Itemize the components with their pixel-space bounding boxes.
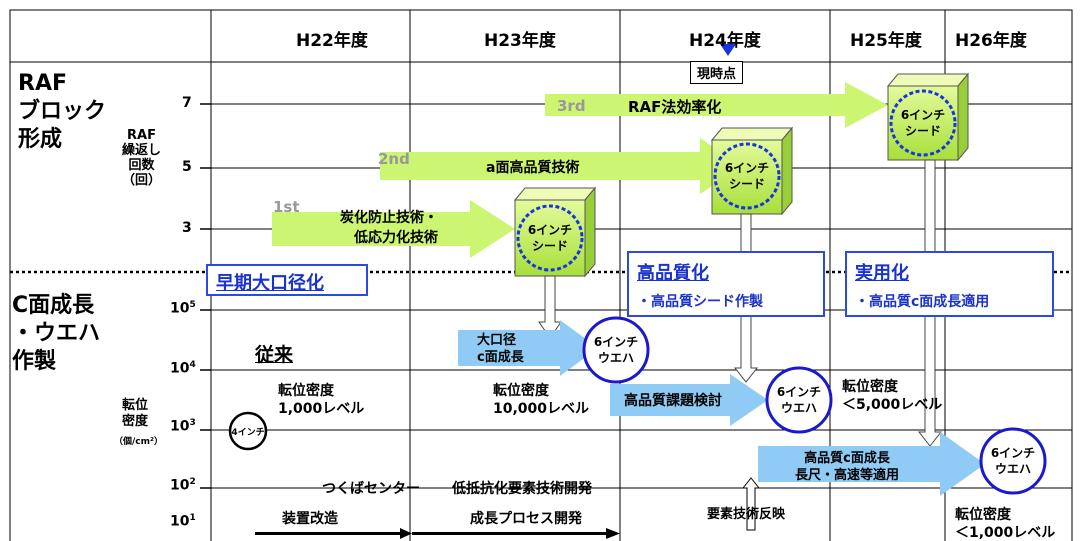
device-mod-label: 装置改造: [282, 511, 338, 527]
density-1000-label: 転位密度 1,000レベル: [278, 383, 365, 417]
wafer-6inch-circle-3: [979, 427, 1047, 495]
large-diameter-label: 大口径 c面成長: [477, 333, 524, 365]
raf-tick-7: 7: [182, 95, 192, 111]
seed-cube-1-label: 6インチ シード: [527, 223, 573, 253]
year-h25: H25年度: [850, 31, 922, 51]
raf-tick-3: 3: [182, 220, 192, 236]
wafer-6inch-circle-2: [765, 366, 833, 434]
tsukuba-label: つくばセンター: [322, 481, 420, 497]
raf-step-1-tag: 1st: [273, 198, 300, 216]
wafer-4inch-label: 4インチ: [231, 428, 265, 438]
feedback-up-arrow: [741, 477, 761, 531]
feedback-label: 要素技術反映: [707, 507, 786, 522]
raf-tick-5: 5: [182, 159, 192, 175]
density-10000-label: 転位密度 10,000レベル: [493, 383, 590, 417]
raf-step-2-label: a面高品質技術: [486, 160, 580, 176]
now-marker-icon: [720, 44, 736, 56]
hq-growth-label: 高品質c面成長 長尺・高速等適用: [795, 451, 900, 483]
raf-section-title: RAF ブロック 形成: [18, 71, 107, 152]
now-label: 現時点: [690, 61, 744, 84]
seed-cube-3-label: 6インチ シード: [900, 108, 946, 138]
year-h26: H26年度: [955, 31, 1027, 51]
seed-cube-2: [710, 126, 794, 216]
phase-quality-title: 高品質化: [637, 263, 709, 284]
wafer-4inch-circle: [228, 411, 268, 451]
phase-practical-box: 実用化 ・高品質c面成長適用: [845, 251, 1054, 317]
quality-study-arrow: [610, 374, 768, 426]
density-tick-1e5: 105: [170, 300, 196, 317]
frame: [9, 9, 1073, 541]
axis-ticks: [200, 103, 211, 489]
density-tick-1e2: 102: [170, 477, 196, 494]
raf-step-3-tag: 3rd: [557, 97, 586, 115]
raf-3rd-arrow: [545, 82, 888, 128]
raf-step-3-label: RAF法効率化: [628, 98, 722, 116]
large-diameter-arrow: [458, 320, 598, 376]
density-5000-label: 転位密度 ＜5,000レベル: [842, 379, 943, 413]
year-h23: H23年度: [484, 31, 556, 51]
phase-early-box: 早期大口径化: [206, 264, 368, 296]
seed-dotted-circles: [516, 89, 957, 272]
phase-quality-box: 高品質化 ・高品質シード作製: [627, 251, 825, 317]
low-resist-label: 低抵抗化要素技術開発: [452, 481, 592, 497]
raf-step-1-label: 炭化防止技術・ 低応力化技術: [340, 210, 438, 246]
seed-cube-2-label: 6インチ シード: [724, 161, 770, 191]
wafer-6inch-circle-1: [582, 316, 650, 384]
year-h22: H22年度: [296, 31, 368, 51]
raf-axis-label: RAF 繰返し 回数 （回）: [122, 128, 162, 188]
density-tick-1e1: 101: [170, 513, 196, 530]
growth-axis-unit: （個/cm²）: [114, 437, 163, 447]
seed-cube-1: [513, 186, 597, 278]
hq-growth-arrow: [758, 432, 985, 496]
phase-early-title: 早期大口径化: [216, 273, 324, 294]
wafer-6inch-label-1: 6インチ ウエハ: [593, 335, 639, 365]
growth-section-title: C面成長 ・ウエハ 作製: [12, 293, 101, 374]
raf-step-2-tag: 2nd: [378, 150, 410, 168]
phase-quality-sub: ・高品質シード作製: [637, 294, 763, 310]
density-final-label: 転位密度 ＜1,000レベル: [955, 507, 1056, 541]
phase-practical-sub: ・高品質c面成長適用: [855, 294, 990, 310]
raf-2nd-arrow: [380, 138, 742, 194]
process-dev-label: 成長プロセス開発: [470, 511, 582, 527]
wafer-6inch-label-2: 6インチ ウエハ: [776, 385, 822, 415]
year-h24: H24年度: [689, 31, 761, 51]
phase-practical-title: 実用化: [855, 263, 909, 284]
seed-cube-3: [886, 72, 970, 162]
density-tick-1e3: 103: [170, 418, 196, 435]
wafer-6inch-label-3: 6インチ ウエハ: [990, 446, 1036, 476]
growth-axis-label: 転位 密度: [122, 398, 149, 429]
conventional-label: 従来: [255, 344, 294, 366]
raf-1st-arrow: [272, 200, 515, 258]
quality-study-label: 高品質課題検討: [624, 393, 722, 409]
bottom-timeline-arrows: [255, 528, 620, 539]
density-tick-1e4: 104: [170, 360, 196, 377]
